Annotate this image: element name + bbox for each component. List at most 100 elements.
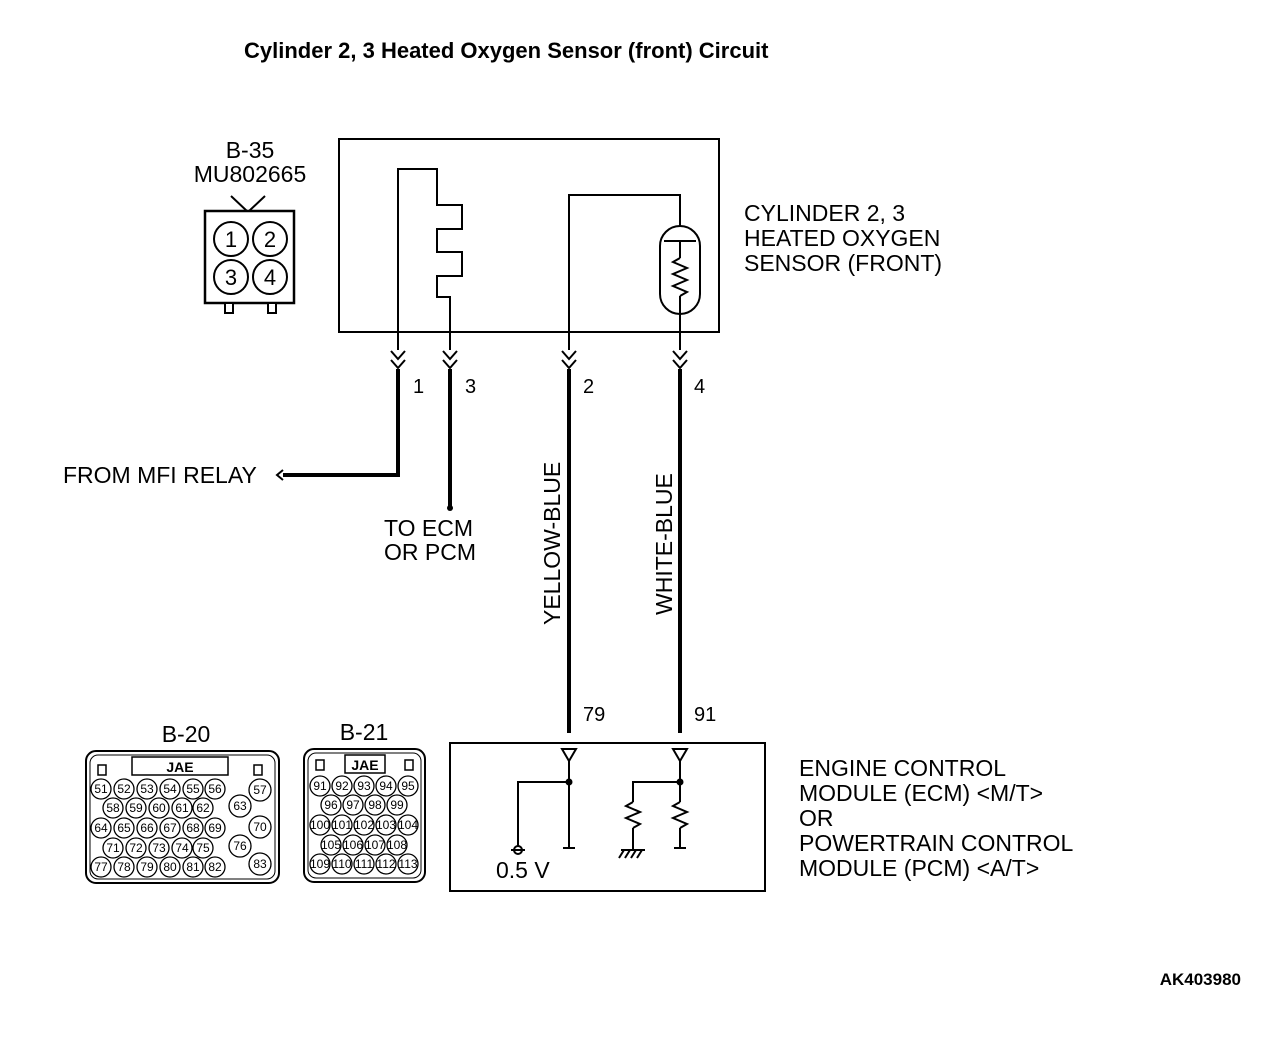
sensor-terminal-number: 3: [465, 376, 476, 398]
connector-b21-cavity-label: 91: [313, 779, 327, 793]
connector-b20-cavity-label: 51: [94, 782, 108, 796]
ecm-pcm-label: TO ECM: [384, 515, 473, 541]
connector-b20-cavity-label: 67: [163, 821, 177, 835]
connector-b20-cavity-label: 68: [186, 821, 200, 835]
connector-b21-cavity: [364, 794, 386, 816]
connector-b20-cavity: [102, 797, 124, 819]
connector-b21-cavity: [375, 814, 397, 836]
connector-b35-id: B-35: [226, 137, 275, 163]
connector-b21-cavity: [353, 853, 375, 875]
connector-b20-cavity: [136, 778, 158, 800]
connector-b20-cavity: [204, 856, 226, 878]
connector-b20-cavity: [182, 856, 204, 878]
connector-b20-cavity: [113, 856, 135, 878]
connector-b20-cavity-label: 61: [175, 801, 189, 815]
connector-b35-pin-label: 2: [264, 227, 276, 252]
sensor-label-line: CYLINDER 2, 3: [744, 200, 905, 226]
ecm-label-line: OR: [799, 805, 834, 831]
connector-b20-cavity-label: 57: [253, 783, 267, 797]
connector-b20-cavity: [125, 797, 147, 819]
connector-b20-cavity-label: 65: [117, 821, 131, 835]
connector-b20-cavity-label: 73: [152, 841, 166, 855]
wire-color-label: WHITE-BLUE: [651, 473, 677, 615]
connector-b20-cavity: [228, 834, 252, 858]
connector-b21-cavity-label: 96: [324, 798, 338, 812]
connector-b21-cavity: [331, 853, 353, 875]
connector-b21-cavity: [342, 834, 364, 856]
connector-b21-cavity-label: 100: [310, 818, 330, 832]
connector-b35-pin-label: 3: [225, 265, 237, 290]
connector-b20-cavity: [182, 817, 204, 839]
reference-voltage-label: 0.5 V: [496, 857, 550, 883]
connector-b21-cavity: [397, 814, 419, 836]
connector-b21-cavity-label: 108: [387, 838, 407, 852]
connector-b35-pin-label: 1: [225, 227, 237, 252]
connector-b21-cavity: [331, 814, 353, 836]
connector-b20-cavity: [102, 837, 124, 859]
wire-end-dot: [447, 505, 453, 511]
connector-b21-cavity-label: 98: [368, 798, 382, 812]
connector-b21-cavity: [353, 775, 375, 797]
connector-b21-cavity-label: 101: [332, 818, 352, 832]
connector-b20-cavity-label: 80: [163, 860, 177, 874]
heater-element: [397, 168, 463, 350]
connector-b20-cavity: [228, 794, 252, 818]
connector-b20-cavity-label: 76: [233, 839, 247, 853]
sensor-label-line: HEATED OXYGEN: [744, 225, 940, 251]
connector-b20-cavity: [113, 778, 135, 800]
connector-b21-cavity: [375, 853, 397, 875]
connector-b20-cavity-label: 74: [175, 841, 189, 855]
connector-b21-cavity: [353, 814, 375, 836]
connector-b20-cavity: [148, 837, 170, 859]
connector-b21-id: B-21: [340, 719, 389, 745]
connector-b20-cavity: [113, 817, 135, 839]
ecm-terminal-number: 79: [583, 704, 605, 726]
connector-b20-cavity: [90, 856, 112, 878]
connector-b21-cavity-label: 105: [321, 838, 341, 852]
connector-b21-maker: JAE: [351, 757, 378, 773]
connector-b35-cavity: [252, 221, 288, 257]
connector-b20-cavity: [192, 797, 214, 819]
connector-b35-latch: [267, 302, 277, 314]
relay-label: FROM MFI RELAY: [63, 462, 257, 488]
connector-b20-cavity: [171, 837, 193, 859]
connector-b35-cavity: [213, 259, 249, 295]
connector-b21-cavity: [397, 853, 419, 875]
sensor-box: [338, 138, 720, 333]
connector-b21-cavity: [320, 834, 342, 856]
connector-b20-cavity: [204, 817, 226, 839]
sensor-terminal-number: 4: [694, 376, 705, 398]
connector-b21-cavity: [386, 834, 408, 856]
connector-b21-cavity-label: 104: [398, 818, 418, 832]
connector-b20-cavity-label: 63: [233, 799, 247, 813]
connector-b20-cavity-label: 71: [106, 841, 120, 855]
connector-b20-cavity: [159, 817, 181, 839]
connector-b20-cavity: [248, 815, 272, 839]
connector-b35-part-number: MU802665: [194, 161, 307, 187]
connector-b20-cavity-label: 77: [94, 860, 108, 874]
connector-b21-cavity-label: 107: [365, 838, 385, 852]
connector-b20-cavity-label: 83: [253, 857, 267, 871]
connector-b20-cavity: [148, 797, 170, 819]
connector-b35-cavity: [252, 259, 288, 295]
connector-b20-cavity-label: 60: [152, 801, 166, 815]
connector-b21-cavity: [309, 853, 331, 875]
connector-b21-cavity-label: 111: [355, 857, 374, 871]
connector-b21-cavity-label: 97: [346, 798, 360, 812]
ecm-pcm-label: OR PCM: [384, 539, 476, 565]
connector-b20-cavity-label: 79: [140, 860, 154, 874]
connector-b21-cavity: [386, 794, 408, 816]
ecm-terminal-arrow: [560, 748, 578, 763]
connector-b20-cavity-label: 64: [94, 821, 108, 835]
connector-b21-cavity-label: 106: [343, 838, 363, 852]
connector-b20-id: B-20: [162, 721, 211, 747]
connector-b20-cavity: [159, 856, 181, 878]
connector-b20-cavity-label: 59: [129, 801, 143, 815]
connector-b21-cavity-label: 92: [335, 779, 349, 793]
connector-b21-cavity-label: 112: [376, 857, 395, 871]
connector-b21-cavity: [331, 775, 353, 797]
connector-b21-cavity: [397, 775, 419, 797]
connector-b20-cavity-label: 75: [196, 841, 210, 855]
sensor-terminal-number: 1: [413, 376, 424, 398]
